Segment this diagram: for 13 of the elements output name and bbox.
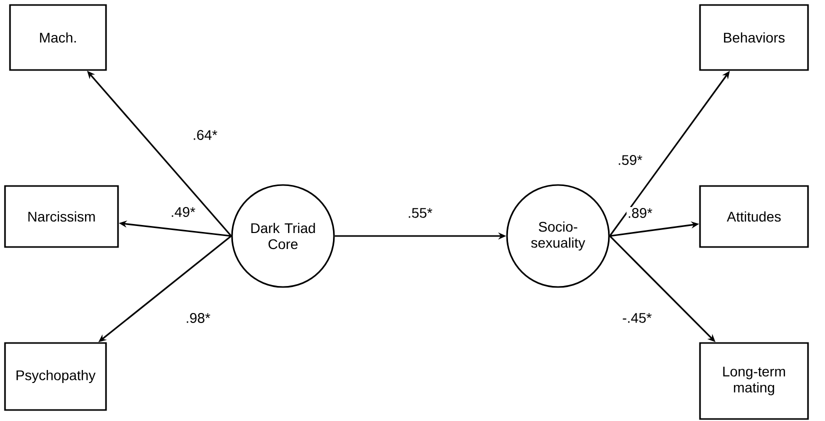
path-coefficient: -.45* xyxy=(621,312,653,324)
path-coefficient: .55* xyxy=(406,207,434,219)
observed-variable-box: Attitudes xyxy=(699,185,809,248)
path-coefficient: .59* xyxy=(616,154,644,166)
observed-variable-box: Mach. xyxy=(9,4,107,71)
path-coefficient: .98* xyxy=(184,312,212,324)
path-coefficient: .49* xyxy=(170,206,196,218)
observed-variable-box: Long-term mating xyxy=(699,342,809,420)
path-coefficient: .89* xyxy=(626,207,654,219)
observed-variable-box: Behaviors xyxy=(699,4,809,71)
path-coefficient: .64* xyxy=(192,129,218,141)
observed-variable-box: Narcissism xyxy=(4,185,119,248)
observed-variable-box: Psychopathy xyxy=(4,342,107,411)
